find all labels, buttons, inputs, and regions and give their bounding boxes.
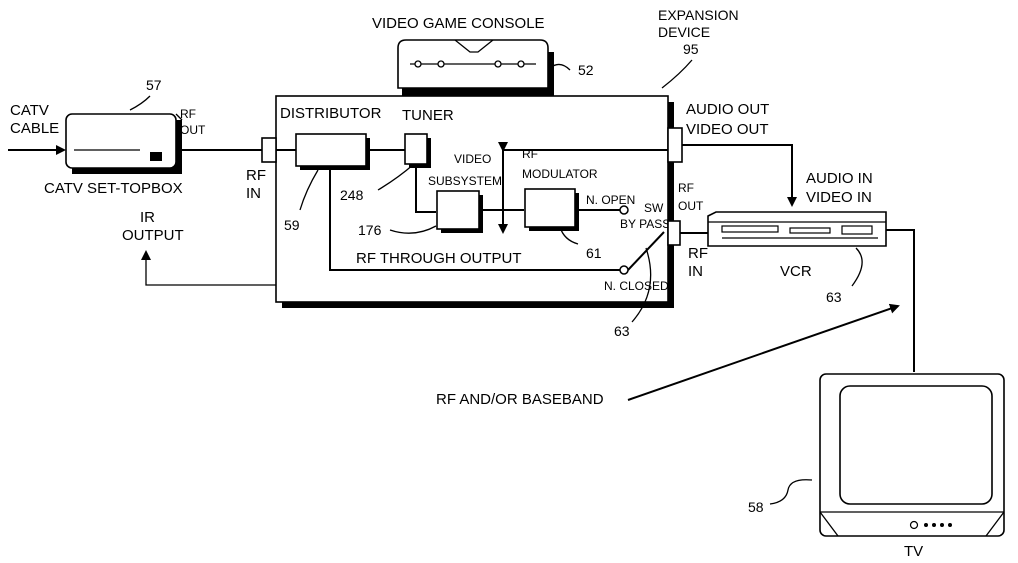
catv-label: CATV [10, 102, 49, 119]
rf-baseband-label: RF AND/OR BASEBAND [436, 391, 604, 408]
rf-in-left-2: IN [246, 185, 261, 202]
tv-label: TV [904, 543, 923, 560]
n-open-label: N. OPEN [586, 193, 635, 207]
subsystem-label: SUBSYSTEM [428, 174, 502, 188]
distributor-label: DISTRIBUTOR [280, 105, 382, 122]
ref-58: 58 [748, 499, 764, 515]
by-pass-label: BY PASS [620, 217, 670, 231]
video-game-console-label: VIDEO GAME CONSOLE [372, 15, 545, 32]
distributor-block [295, 133, 370, 170]
rf-in-right-2: IN [688, 263, 703, 280]
ref-59: 59 [284, 217, 300, 233]
tuner-block [404, 133, 431, 168]
catv-set-topbox-label: CATV SET-TOPBOX [44, 180, 183, 197]
rf-modulator-block [524, 188, 579, 231]
video-in-label: VIDEO IN [806, 189, 872, 206]
video-label: VIDEO [454, 152, 491, 166]
vcr [707, 211, 887, 247]
expansion-label-1: EXPANSION [658, 7, 739, 23]
video-out-label: VIDEO OUT [686, 121, 769, 138]
video-game-console [397, 39, 571, 96]
rf-out-left-1: RF [180, 107, 196, 121]
catv-set-top-box [65, 113, 183, 174]
ref-52: 52 [578, 62, 594, 78]
ref-176: 176 [358, 222, 382, 238]
rf-in-right-1: RF [688, 245, 708, 262]
rf-mod-label-1: RF [522, 147, 538, 161]
ref-63-left: 63 [614, 323, 630, 339]
television [819, 373, 1005, 537]
tuner-label: TUNER [402, 107, 454, 124]
ref-248: 248 [340, 187, 364, 203]
ref-63-right: 63 [826, 289, 842, 305]
sw-label: SW [644, 201, 664, 215]
rf-in-left-1: RF [246, 167, 266, 184]
rf-out-right-2: OUT [678, 199, 704, 213]
expansion-label-2: DEVICE [658, 24, 710, 40]
cable-label: CABLE [10, 120, 59, 137]
rf-out-left-2: OUT [180, 123, 206, 137]
vcr-label: VCR [780, 263, 812, 280]
rf-out-right-1: RF [678, 181, 694, 195]
rf-through-output-label: RF THROUGH OUTPUT [356, 250, 522, 267]
audio-out-label: AUDIO OUT [686, 101, 769, 118]
output-label: OUTPUT [122, 227, 184, 244]
ir-label: IR [140, 209, 155, 226]
ref-61: 61 [586, 245, 602, 261]
n-closed-label: N. CLOSED [604, 279, 669, 293]
audio-in-label: AUDIO IN [806, 170, 873, 187]
modulator-label: MODULATOR [522, 167, 598, 181]
ref-95: 95 [683, 41, 699, 57]
video-subsystem-block [436, 190, 483, 233]
ref-57: 57 [146, 77, 162, 93]
